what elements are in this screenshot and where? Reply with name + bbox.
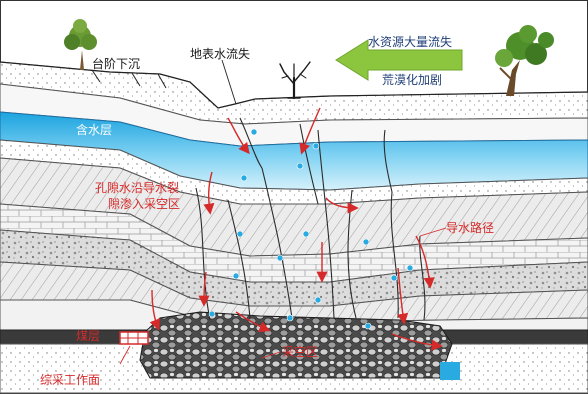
label-desertification: 荒漠化加剧 xyxy=(382,73,442,87)
label-fully-mechanized-face: 综采工作面 xyxy=(40,373,100,387)
water-drops xyxy=(208,128,414,330)
goaf-water xyxy=(440,362,460,380)
water-flow-arrows xyxy=(149,107,443,351)
tree-left-icon xyxy=(64,19,97,70)
label-coal-seam: 煤层 xyxy=(76,329,100,343)
green-arrow xyxy=(335,39,463,81)
shearer xyxy=(119,331,149,345)
red-leader-lines xyxy=(119,227,447,365)
label-water-resource-loss: 水资源大量流失 xyxy=(368,34,452,49)
leader-lines xyxy=(221,59,237,105)
label-goaf: 采空区 xyxy=(282,345,318,359)
label-step-subsidence: 台阶下沉 xyxy=(92,56,140,71)
label-aquifer: 含水层 xyxy=(76,122,112,137)
step-subsidence-marks xyxy=(91,69,167,89)
label-surface-water-loss: 地表水流失 xyxy=(190,46,250,61)
label-pore-water-seepage-2: 隙渗入采空区 xyxy=(108,196,180,211)
label-water-flow-path: 导水路径 xyxy=(446,220,494,235)
label-pore-water-seepage-1: 孔隙水沿导水裂 xyxy=(95,181,179,195)
tree-right-icon xyxy=(495,25,554,96)
withered-tree-icon xyxy=(279,61,311,100)
goaf-rubble xyxy=(139,311,453,379)
